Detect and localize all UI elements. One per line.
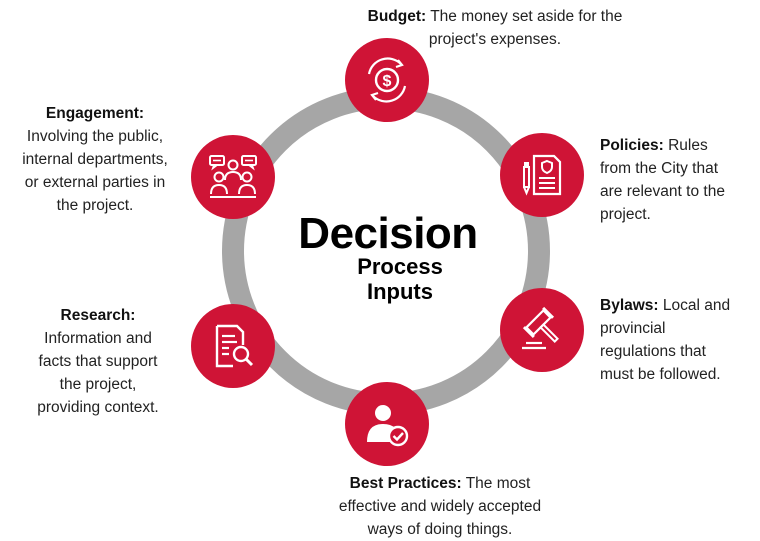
budget-label: Budget: The money set aside for the proj… <box>320 5 670 51</box>
bylaws-label: Bylaws: Local and provincial regulations… <box>600 294 760 386</box>
budget-desc-line2: project's expenses. <box>428 31 562 48</box>
engagement-desc-line2: internal departments, <box>22 151 168 168</box>
policies-desc-line2: from the City that <box>600 160 719 177</box>
bylaws-desc-line1: Local and <box>662 297 731 314</box>
research-desc-line4: providing context. <box>37 399 159 416</box>
center-title: Decision <box>298 209 478 258</box>
people-discussion-icon <box>209 155 257 198</box>
document-search-icon <box>215 324 254 368</box>
budget-desc-line1: The money set aside for the <box>430 8 623 25</box>
policies-title: Policies: <box>600 137 664 154</box>
research-label: Research: Information and facts that sup… <box>8 304 188 419</box>
budget-node: $ <box>345 38 429 122</box>
policies-desc-line1: Rules <box>668 137 708 154</box>
engagement-title: Engagement: <box>45 105 145 122</box>
research-desc-line2: facts that support <box>38 353 158 370</box>
center-subtitle-line2: Inputs <box>367 279 433 304</box>
best-practices-node <box>345 382 429 466</box>
engagement-node <box>191 135 275 219</box>
best-practices-desc-line2: effective and widely accepted <box>338 498 542 515</box>
best-practices-desc-line3: ways of doing things. <box>367 521 513 538</box>
budget-title: Budget: <box>367 8 427 25</box>
best-practices-label: Best Practices: The most effective and w… <box>300 472 580 541</box>
bylaws-node <box>500 288 584 372</box>
engagement-desc-line1: Involving the public, <box>26 128 164 145</box>
gavel-icon <box>522 306 559 350</box>
dollar-cycle-icon: $ <box>367 57 407 103</box>
bylaws-desc-line2: provincial <box>600 320 666 337</box>
bylaws-desc-line3: regulations that <box>600 343 706 360</box>
policies-desc-line4: project. <box>600 206 651 223</box>
svg-text:$: $ <box>383 73 392 90</box>
best-practices-desc-line1: The most <box>465 475 531 492</box>
bylaws-desc-line4: must be followed. <box>600 366 721 383</box>
research-desc-line3: the project, <box>59 376 137 393</box>
policies-label: Policies: Rules from the City that are r… <box>600 134 760 226</box>
research-node <box>191 304 275 388</box>
policies-desc-line3: are relevant to the <box>600 183 725 200</box>
policies-node <box>500 133 584 217</box>
research-desc-line1: Information and <box>44 330 152 347</box>
engagement-desc-line4: the project. <box>56 197 134 214</box>
research-title: Research: <box>60 307 136 324</box>
policy-document-icon <box>523 154 562 196</box>
center-subtitle-line1: Process <box>357 254 443 279</box>
best-practices-title: Best Practices: <box>349 475 462 492</box>
bylaws-title: Bylaws: <box>600 297 659 314</box>
engagement-label: Engagement: Involving the public, intern… <box>2 102 188 217</box>
person-check-icon <box>367 405 409 447</box>
engagement-desc-line3: or external parties in <box>24 174 166 191</box>
